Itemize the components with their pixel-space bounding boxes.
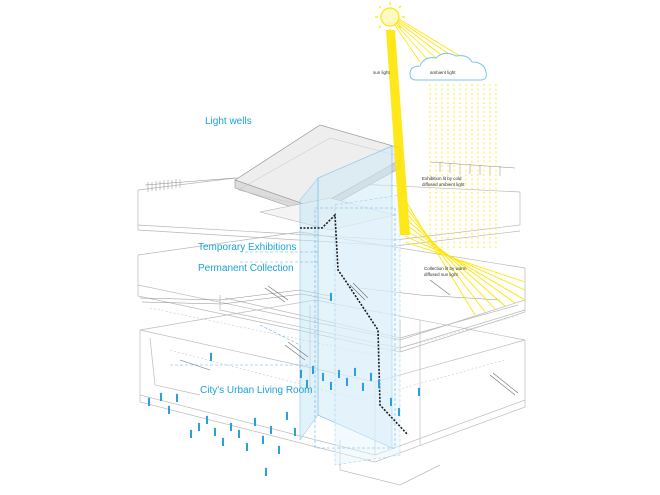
- sun-beam: [386, 30, 410, 235]
- light-well-glass: [299, 145, 401, 466]
- ambient-light-label: ambient light: [430, 70, 456, 75]
- ambient-light-rays: [429, 84, 497, 250]
- collection-warm-line-1: Collection lit by warm: [424, 266, 467, 271]
- circulation-path: [300, 213, 409, 436]
- permanent-collection-label: Permanent Collection: [198, 263, 294, 274]
- light-well-dashed-outlines: [170, 207, 396, 449]
- upper-floor-railing: [144, 161, 516, 192]
- people-figures: [147, 292, 421, 476]
- temporary-exhibitions-label: Temporary Exhibitions: [198, 242, 297, 253]
- exhibition-cold-line-1: Exhibition lit by cold: [422, 176, 462, 181]
- exhibition-cold-line-2: diffused ambient light: [422, 181, 465, 187]
- light-wells-label: Light wells: [205, 116, 252, 127]
- exhibition-cold-light-note: Exhibition lit by cold diffused ambient …: [422, 176, 464, 187]
- sun-icon: [375, 2, 405, 32]
- sun-rays-to-cloud: [393, 18, 461, 63]
- sun-light-label: sun light: [373, 70, 390, 75]
- collection-warm-light-note: Collection lit by warm diffused sun ligh…: [424, 266, 467, 277]
- cloud-icon: [409, 52, 487, 81]
- urban-living-room-label: City's Urban Living Room: [200, 385, 313, 396]
- staircases: [179, 279, 519, 396]
- warm-sun-rays: [404, 199, 526, 316]
- collection-warm-line-2: diffused sun light: [424, 271, 458, 277]
